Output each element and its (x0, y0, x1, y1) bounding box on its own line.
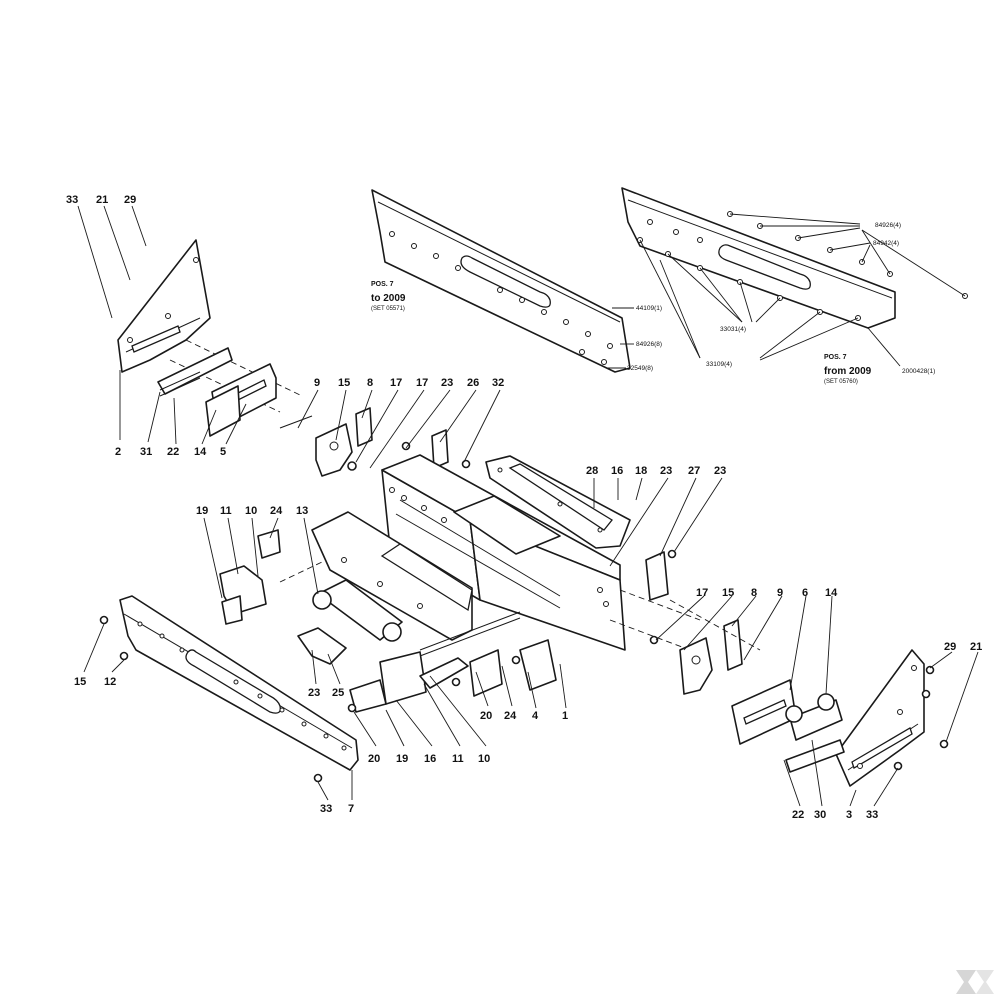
inset-new-set: (SET 05760) (824, 379, 858, 385)
callout-9: 9 (314, 377, 320, 389)
callout-20: 20 (480, 710, 492, 722)
callout-27: 27 (688, 465, 700, 477)
callout-7: 7 (348, 803, 354, 815)
left-scraper-parts (157, 347, 313, 437)
callout-32: 32 (492, 377, 504, 389)
right-scraper-parts (731, 679, 845, 773)
callout-24: 24 (270, 505, 283, 517)
callout-5: 5 (220, 446, 226, 458)
inset-old-period: to 2009 (371, 293, 406, 304)
main-frame (279, 454, 701, 651)
k-logo-icon (956, 970, 994, 994)
callout-17-c: 17 (696, 587, 708, 599)
inset-new-ref-1: 84926(4) (875, 222, 901, 229)
callout-15-c: 15 (722, 587, 734, 599)
callout-29-b: 29 (944, 641, 956, 653)
callout-17: 17 (390, 377, 402, 389)
callout-11: 11 (220, 505, 232, 517)
roller-shaft (312, 579, 521, 657)
callout-25: 25 (332, 687, 344, 699)
inset-old-ref-3: 32549(8) (627, 365, 653, 372)
callout-17-b: 17 (416, 377, 428, 389)
callout-23-c: 23 (714, 465, 726, 477)
callout-21-b: 21 (970, 641, 982, 653)
callout-16-b: 16 (424, 753, 436, 765)
callout-8-b: 8 (751, 587, 757, 599)
callout-28: 28 (586, 465, 598, 477)
front-long-panel (99, 595, 359, 783)
callout-33-b: 33 (320, 803, 332, 815)
inset-old-ref-2: 84926(8) (636, 341, 662, 348)
callout-22: 22 (167, 446, 179, 458)
callout-18: 18 (635, 465, 647, 477)
callout-14-b: 14 (825, 587, 838, 599)
callout-numbers: 33 21 29 2 31 22 14 5 9 15 8 17 17 23 26… (66, 194, 982, 821)
callout-1: 1 (562, 710, 568, 722)
callout-6: 6 (802, 587, 808, 599)
callout-14: 14 (194, 446, 207, 458)
inset-new-period: from 2009 (824, 366, 872, 377)
callout-23-d: 23 (308, 687, 320, 699)
callout-23-b: 23 (660, 465, 672, 477)
inset-new-ref-5: 2000428(1) (902, 368, 935, 375)
callout-31: 31 (140, 446, 152, 458)
callout-15: 15 (338, 377, 350, 389)
inset-old-panel: POS. 7 to 2009 (SET 05571) 44109(1) 8492… (371, 189, 662, 373)
callout-21: 21 (96, 194, 108, 206)
callout-9-b: 9 (777, 587, 783, 599)
inset-new-pos: POS. 7 (824, 354, 847, 361)
callout-19-b: 19 (396, 753, 408, 765)
callout-26: 26 (467, 377, 479, 389)
callout-20-b: 20 (368, 753, 380, 765)
callout-2: 2 (115, 446, 121, 458)
leader-lines (77, 205, 979, 807)
callout-11-b: 11 (452, 753, 464, 765)
callout-16: 16 (611, 465, 623, 477)
callout-33: 33 (66, 194, 78, 206)
inset-old-set: (SET 05571) (371, 306, 405, 312)
callout-10-b: 10 (478, 753, 490, 765)
callout-12: 12 (104, 676, 116, 688)
callout-15-b: 15 (74, 676, 86, 688)
rear-shield (485, 455, 631, 549)
inset-old-pos: POS. 7 (371, 281, 394, 288)
inset-old-ref-1: 44109(1) (636, 305, 662, 312)
callout-19: 19 (196, 505, 208, 517)
callout-33-c: 33 (866, 809, 878, 821)
callout-13: 13 (296, 505, 308, 517)
left-side-plate (117, 239, 301, 413)
callout-23: 23 (441, 377, 453, 389)
callout-22-b: 22 (792, 809, 804, 821)
inset-new-ref-4: 33109(4) (706, 361, 732, 368)
right-bearing-bracket (645, 549, 761, 695)
left-bearing-bracket (315, 407, 471, 477)
callout-4: 4 (532, 710, 539, 722)
inset-new-panel: 84926(4) 84942(4) 33031(4) 33109(4) 2000… (621, 187, 968, 385)
callout-10: 10 (245, 505, 257, 517)
callout-24-b: 24 (504, 710, 517, 722)
callout-30: 30 (814, 809, 826, 821)
callout-8: 8 (367, 377, 373, 389)
callout-29: 29 (124, 194, 136, 206)
inset-new-ref-3: 33031(4) (720, 326, 746, 333)
inset-new-ref-2: 84942(4) (873, 240, 899, 247)
right-side-plate (835, 649, 949, 787)
callout-3: 3 (846, 809, 852, 821)
